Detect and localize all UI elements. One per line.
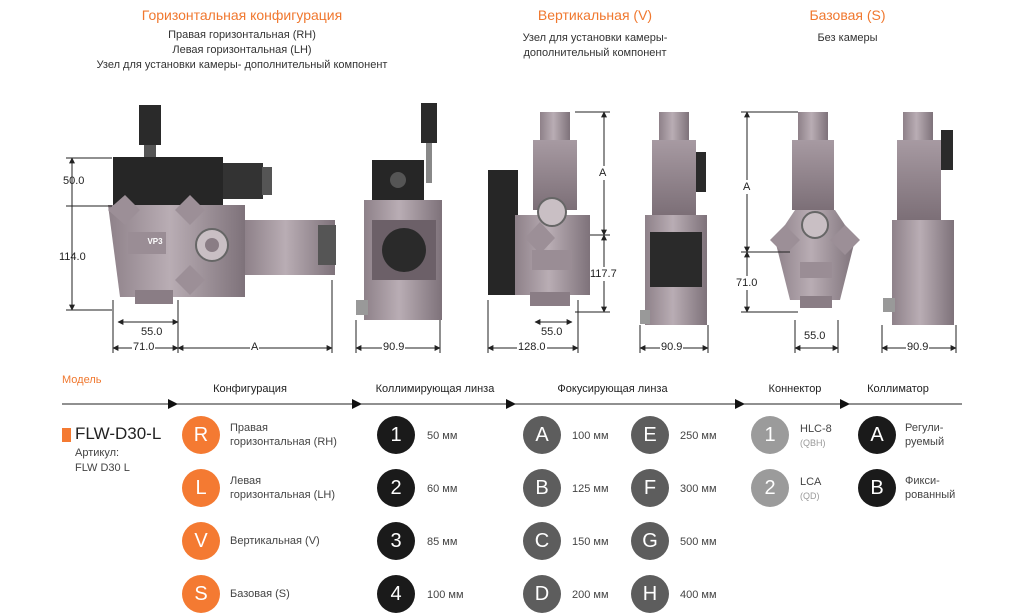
collimator-option-a-label: Регули- руемый (905, 421, 944, 449)
connector-option-2[interactable]: 2 (751, 469, 789, 507)
config-option-v[interactable]: V (182, 522, 220, 560)
collimating-option-1[interactable]: 1 (377, 416, 415, 454)
horizontal-side-drawing (356, 103, 442, 320)
vertical-front-drawing (488, 112, 590, 306)
connector-2-name: LCA (800, 476, 822, 488)
dim-909-s: 90.9 (906, 341, 930, 353)
dim-55-s: 55.0 (804, 330, 826, 342)
dim-114: 114.0 (59, 251, 86, 263)
focusing-option-h-label: 400 мм (680, 589, 717, 601)
focusing-option-b[interactable]: B (523, 469, 561, 507)
connector-1-name: HLC-8 (800, 423, 832, 435)
collimator-b-line2: рованный (905, 489, 956, 501)
config-option-s[interactable]: S (182, 575, 220, 613)
collimating-option-2[interactable]: 2 (377, 469, 415, 507)
collimating-option-4[interactable]: 4 (377, 575, 415, 613)
dim-a-v: A (599, 166, 607, 180)
config-option-s-label: Базовая (S) (230, 588, 290, 600)
header-collimating-lens: Коллимирующая линза (375, 383, 495, 395)
header-focusing-lens: Фокусирующая линза (557, 383, 668, 395)
dim-a-s: A (743, 180, 751, 194)
model-name: FLW-D30-L (75, 424, 162, 443)
horizontal-front-drawing (108, 105, 336, 304)
connector-option-2-label: LCA (QD) (800, 475, 821, 503)
dim-1177: 117.7 (590, 267, 617, 281)
vertical-line-2: дополнительный компонент (523, 47, 667, 59)
header-connector: Коннектор (768, 383, 822, 395)
focusing-option-e[interactable]: E (631, 416, 669, 454)
focusing-option-g[interactable]: G (631, 522, 669, 560)
connector-2-sub: (QD) (800, 491, 820, 501)
collimator-b-line1: Фикси- (905, 475, 940, 487)
focusing-option-f-label: 300 мм (680, 483, 717, 495)
dim-71-h: 71.0 (132, 341, 156, 353)
dim-55-h: 55.0 (141, 326, 163, 338)
focusing-option-e-label: 250 мм (680, 430, 717, 442)
config-option-v-label: Вертикальная (V) (230, 535, 320, 547)
connector-1-sub: (QBH) (800, 438, 826, 448)
dim-128: 128.0 (517, 341, 547, 353)
horizontal-config-subtitle: Правая горизонтальная (RH) Левая горизон… (72, 28, 412, 73)
config-l-line1: Левая (230, 475, 262, 487)
collimator-a-line1: Регули- (905, 422, 944, 434)
config-option-l[interactable]: L (182, 469, 220, 507)
collimating-option-2-label: 60 мм (427, 483, 458, 495)
header-collimator: Коллиматор (867, 383, 929, 395)
dim-50: 50.0 (63, 175, 85, 187)
horizontal-config-title: Горизонтальная конфигурация (141, 7, 343, 23)
collimator-option-b[interactable]: B (858, 469, 896, 507)
dim-909-v: 90.9 (660, 341, 684, 353)
config-option-r[interactable]: R (182, 416, 220, 454)
model-marker (62, 428, 71, 442)
collimator-option-b-label: Фикси- рованный (905, 474, 955, 502)
focusing-option-c-label: 150 мм (572, 536, 609, 548)
dim-909-h: 90.9 (382, 341, 406, 353)
vertical-config-title: Вертикальная (V) (537, 7, 653, 23)
focusing-option-g-label: 500 мм (680, 536, 717, 548)
horizontal-line-camera: Узел для установки камеры- дополнительны… (96, 59, 388, 71)
model-label: Модель (62, 374, 102, 386)
base-config-subtitle: Без камеры (817, 32, 878, 44)
focusing-option-d-label: 200 мм (572, 589, 609, 601)
collimator-option-a[interactable]: A (858, 416, 896, 454)
connector-option-1-label: HLC-8 (QBH) (800, 422, 832, 450)
vertical-config-subtitle: Узел для установки камеры- дополнительны… (495, 31, 695, 61)
horizontal-line-lh: Левая горизонтальная (LH) (172, 44, 312, 56)
selection-timeline (62, 399, 962, 409)
focusing-option-c[interactable]: C (523, 522, 561, 560)
base-side-drawing (883, 112, 954, 325)
config-l-line2: горизонтальная (LH) (230, 489, 336, 501)
config-r-line1: Правая (230, 422, 268, 434)
config-option-l-label: Левая горизонтальная (LH) (230, 474, 335, 502)
base-config-title: Базовая (S) (809, 7, 886, 23)
config-option-r-label: Правая горизонтальная (RH) (230, 421, 337, 449)
collimating-option-1-label: 50 мм (427, 430, 458, 442)
focusing-option-f[interactable]: F (631, 469, 669, 507)
focusing-option-h[interactable]: H (631, 575, 669, 613)
base-front-drawing (770, 112, 860, 308)
collimating-option-3[interactable]: 3 (377, 522, 415, 560)
vertical-line-1: Узел для установки камеры- (522, 32, 668, 44)
model-article-label: Артикул: (75, 447, 120, 459)
dim-71-s: 71.0 (736, 276, 758, 290)
focusing-option-a-label: 100 мм (572, 430, 609, 442)
connector-option-1[interactable]: 1 (751, 416, 789, 454)
focusing-option-d[interactable]: D (523, 575, 561, 613)
collimator-a-line2: руемый (905, 436, 945, 448)
header-configuration: Конфигурация (213, 383, 287, 395)
collimating-option-4-label: 100 мм (427, 589, 464, 601)
model-article: FLW D30 L (75, 462, 130, 474)
vertical-side-drawing (640, 112, 707, 325)
collimating-option-3-label: 85 мм (427, 536, 458, 548)
horizontal-line-rh: Правая горизонтальная (RH) (168, 29, 316, 41)
focusing-option-a[interactable]: A (523, 416, 561, 454)
config-r-line2: горизонтальная (RH) (230, 436, 337, 448)
brand-badge: VP3 (147, 237, 163, 246)
focusing-option-b-label: 125 мм (572, 483, 609, 495)
dim-55-v: 55.0 (541, 326, 563, 338)
dim-a-h: A (250, 341, 260, 353)
